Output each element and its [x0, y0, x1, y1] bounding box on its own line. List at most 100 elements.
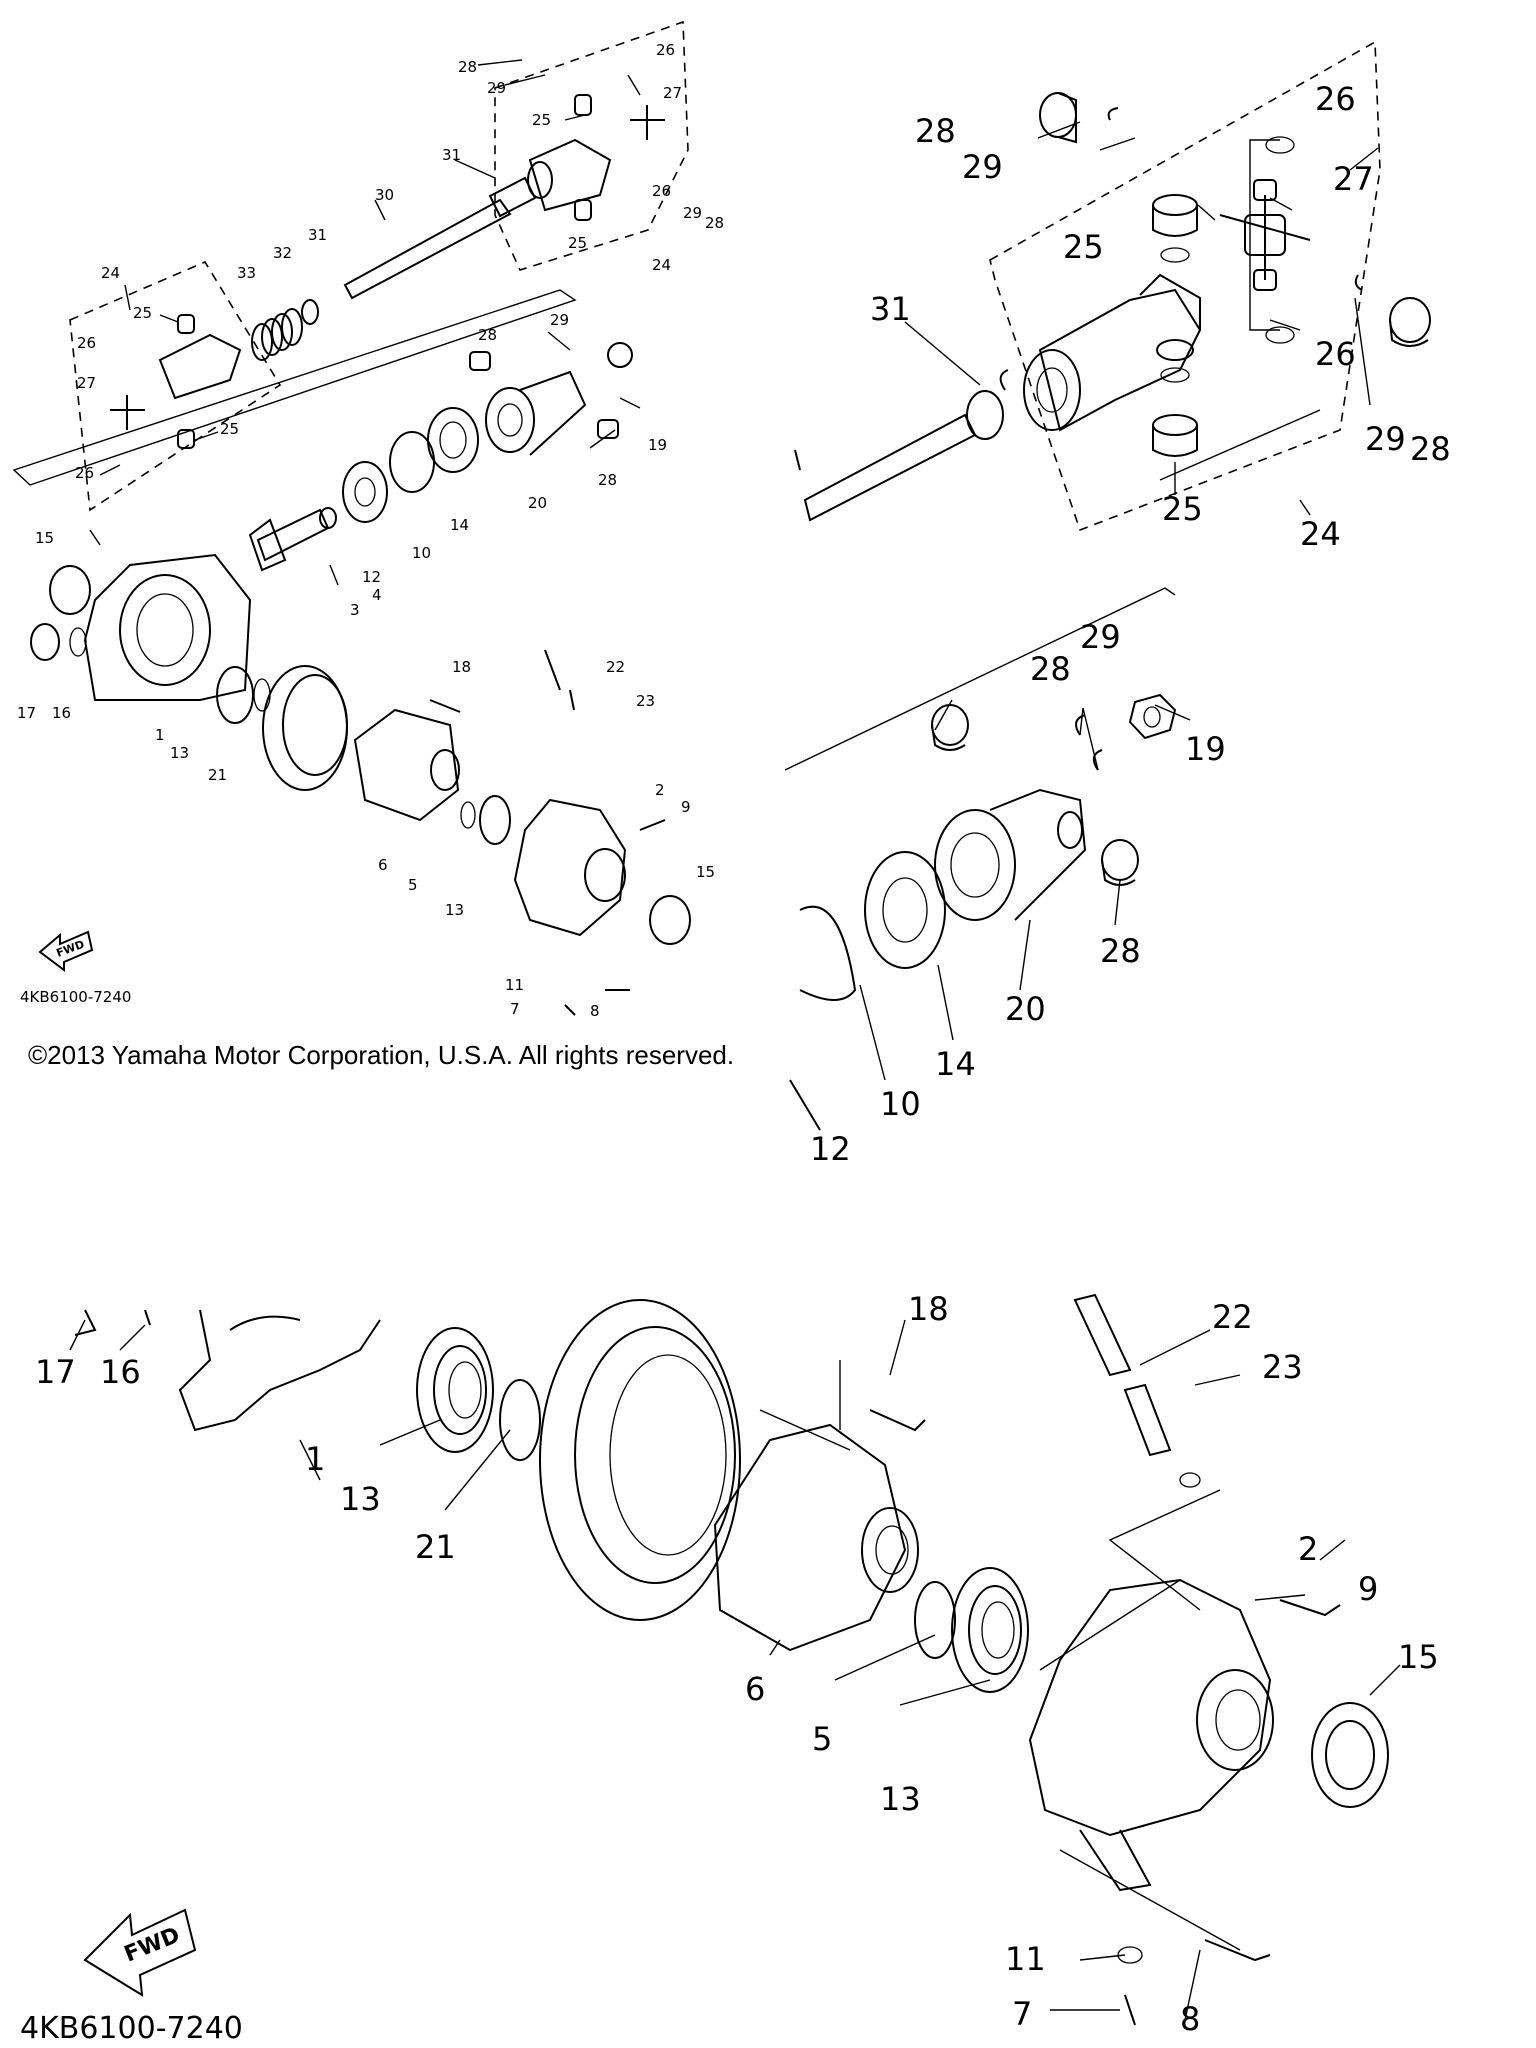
bearing-cup-25-top	[1152, 194, 1198, 237]
bearing-12-edge	[789, 1079, 821, 1131]
label-21: 21	[415, 1528, 456, 1566]
label-1: 1	[305, 1440, 325, 1478]
label-25: 25	[133, 304, 152, 322]
yoke	[1023, 273, 1202, 432]
ring-gear	[539, 1299, 741, 1621]
label-26: 26	[1315, 335, 1356, 373]
label-10: 10	[412, 544, 431, 562]
washer-32	[301, 299, 319, 325]
label-24: 24	[1300, 515, 1341, 553]
overview-diagram: FWD 4KB6100-7240 28 29 26 27 25 31 26 29…	[0, 0, 760, 1030]
bearing-13-right	[479, 795, 511, 845]
label-29: 29	[550, 311, 569, 329]
label-14: 14	[450, 516, 469, 534]
label-24: 24	[652, 256, 671, 274]
detail-differential: FWD 4KB6100-7240 17 16 1 13 21 18 22 23 …	[0, 1290, 1536, 2048]
circlip-26-top	[1265, 136, 1295, 154]
label-7: 7	[510, 1000, 520, 1018]
circlip-29-right	[1354, 274, 1363, 291]
label-21: 21	[208, 766, 227, 784]
bolt-9	[639, 819, 666, 831]
label-11: 11	[505, 976, 524, 994]
spring-33	[251, 308, 303, 361]
label-25: 25	[1162, 490, 1203, 528]
copyright-notice: ©2013 Yamaha Motor Corporation, U.S.A. A…	[28, 1040, 735, 1070]
bearing-13-left	[216, 666, 254, 724]
label-28: 28	[1030, 650, 1071, 688]
label-19: 19	[648, 436, 667, 454]
circlip-23	[1179, 1472, 1201, 1488]
label-28: 28	[1410, 430, 1451, 468]
shim-5	[460, 801, 476, 829]
pin-22	[1073, 1293, 1172, 1457]
label-5: 5	[812, 1720, 832, 1758]
differential-case-6	[353, 708, 460, 822]
label-22: 22	[1212, 1298, 1253, 1336]
ring-10	[389, 431, 435, 493]
label-26: 26	[77, 334, 96, 352]
label-29: 29	[1080, 618, 1121, 656]
flange-20	[934, 788, 1087, 921]
label-9: 9	[681, 798, 691, 816]
ring-16	[144, 1309, 151, 1326]
label-13: 13	[170, 744, 189, 762]
fwd-arrow: FWD	[83, 1908, 197, 1997]
label-33: 33	[237, 264, 256, 282]
bearing-cap-28-mid	[931, 704, 969, 751]
bearing-13-left	[416, 1327, 494, 1453]
label-26: 26	[1315, 80, 1356, 118]
label-4: 4	[372, 586, 382, 604]
label-20: 20	[528, 494, 547, 512]
drive-shaft	[794, 390, 1004, 522]
label-8: 8	[1180, 2000, 1200, 2038]
label-31: 31	[870, 290, 911, 328]
yoke-lower	[110, 314, 242, 449]
label-2: 2	[655, 781, 665, 799]
differential-case-6	[713, 1423, 919, 1652]
group-box-24	[989, 40, 1381, 532]
label-25: 25	[532, 111, 551, 129]
label-17: 17	[35, 1353, 76, 1391]
label-10: 10	[880, 1085, 921, 1123]
bolt-7	[564, 1004, 576, 1016]
label-25: 25	[568, 234, 587, 252]
circlip-29	[1107, 107, 1119, 121]
label-22: 22	[606, 658, 625, 676]
label-15: 15	[1398, 1638, 1439, 1676]
cover-2	[1028, 1578, 1274, 1892]
bearing-cap-28	[1039, 92, 1077, 144]
label-14: 14	[935, 1045, 976, 1083]
flange-20	[469, 342, 633, 456]
bolt-8	[1204, 1939, 1271, 1962]
label-29: 29	[683, 204, 702, 222]
bearing-12	[342, 461, 388, 523]
label-17: 17	[17, 704, 36, 722]
label-25: 25	[220, 420, 239, 438]
group-box-24-lower	[69, 260, 282, 512]
spider-27	[1219, 179, 1311, 291]
seal-15	[1311, 1702, 1389, 1808]
label-31: 31	[308, 226, 327, 244]
label-5: 5	[408, 876, 418, 894]
label-26: 26	[656, 41, 675, 59]
pin-22	[544, 649, 575, 711]
housing-1	[178, 1309, 381, 1432]
label-16: 16	[52, 704, 71, 722]
label-27: 27	[1333, 160, 1374, 198]
label-15: 15	[35, 529, 54, 547]
bearing-cap-28-lower	[1101, 839, 1139, 886]
diagram-code: 4KB6100-7240	[20, 988, 131, 1006]
circlip-26-bottom	[1265, 326, 1295, 344]
label-23: 23	[636, 692, 655, 710]
label-28: 28	[458, 58, 477, 76]
bolt-7	[1124, 1994, 1136, 2026]
label-6: 6	[378, 856, 388, 874]
seal-14	[864, 851, 946, 969]
label-19: 19	[1185, 730, 1226, 768]
detail-ujoint-flange: 28 29 26 27 25 31 26 29 28 25 24 28 29 1…	[780, 30, 1536, 1190]
label-28: 28	[1100, 932, 1141, 970]
label-28: 28	[478, 326, 497, 344]
label-12: 12	[810, 1130, 851, 1168]
nut-17	[30, 623, 60, 661]
bearing-cup-25-bottom	[1152, 414, 1198, 457]
